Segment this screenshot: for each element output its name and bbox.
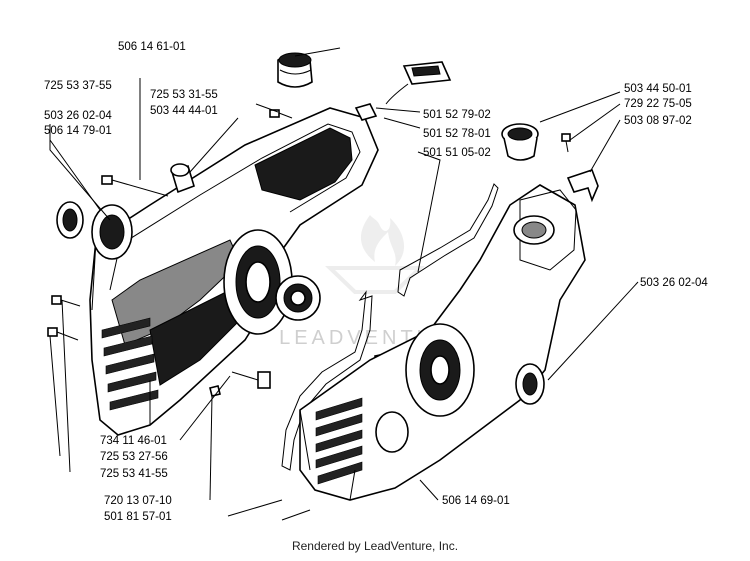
label-503-26-02-04-left: 503 26 02-04: [44, 110, 112, 122]
label-501-52-78-01: 501 52 78-01: [423, 128, 491, 140]
watermark-logo: [325, 215, 425, 294]
right-crankcase-half: [299, 184, 586, 501]
short-bolt-part: [231, 371, 271, 389]
long-bolt-part: [101, 175, 169, 197]
label-725-53-37-55: 725 53 37-55: [44, 80, 112, 92]
label-725-53-31-55: 725 53 31-55: [150, 89, 218, 101]
footer-credit: Rendered by LeadVenture, Inc.: [292, 539, 458, 553]
label-503-44-50-01: 503 44 50-01: [624, 83, 692, 95]
left-crankcase-half: [89, 107, 379, 436]
label-506-14-69-01: 506 14 69-01: [442, 495, 510, 507]
label-734-11-46-01: 734 11 46-01: [100, 435, 167, 447]
cup-part: [501, 123, 539, 161]
small-screw-part: [269, 109, 293, 119]
left-gasket-part: [281, 290, 373, 471]
right-screw-part: [561, 133, 571, 153]
small-nut-part: [354, 103, 378, 121]
right-gasket-part: [397, 183, 499, 297]
bracket-part: [566, 168, 599, 203]
seal-ring-part: [56, 201, 133, 260]
rubber-plug-part: [170, 163, 195, 194]
label-720-13-07-10: 720 13 07-10: [104, 495, 172, 507]
leader-lines: [49, 47, 639, 521]
contact-part: [385, 61, 452, 105]
label-729-22-75-05: 729 22 75-05: [624, 98, 692, 110]
label-501-52-79-02: 501 52 79-02: [423, 109, 491, 121]
label-503-26-02-04-right: 503 26 02-04: [640, 277, 708, 289]
label-725-53-41-55: 725 53 41-55: [100, 468, 168, 480]
screws-pair-part: [47, 295, 81, 341]
label-506-14-79-01: 506 14 79-01: [44, 125, 112, 137]
label-501-51-05-02: 501 51 05-02: [423, 147, 491, 159]
label-501-81-57-01: 501 81 57-01: [104, 511, 172, 523]
bearing-part: [275, 275, 321, 321]
label-725-53-27-56: 725 53 27-56: [100, 451, 168, 463]
label-506-14-61-01: 506 14 61-01: [118, 41, 186, 53]
rubber-cap-part: [277, 52, 313, 88]
label-503-08-97-02: 503 08 97-02: [624, 115, 692, 127]
label-503-44-44-01: 503 44 44-01: [150, 105, 218, 117]
